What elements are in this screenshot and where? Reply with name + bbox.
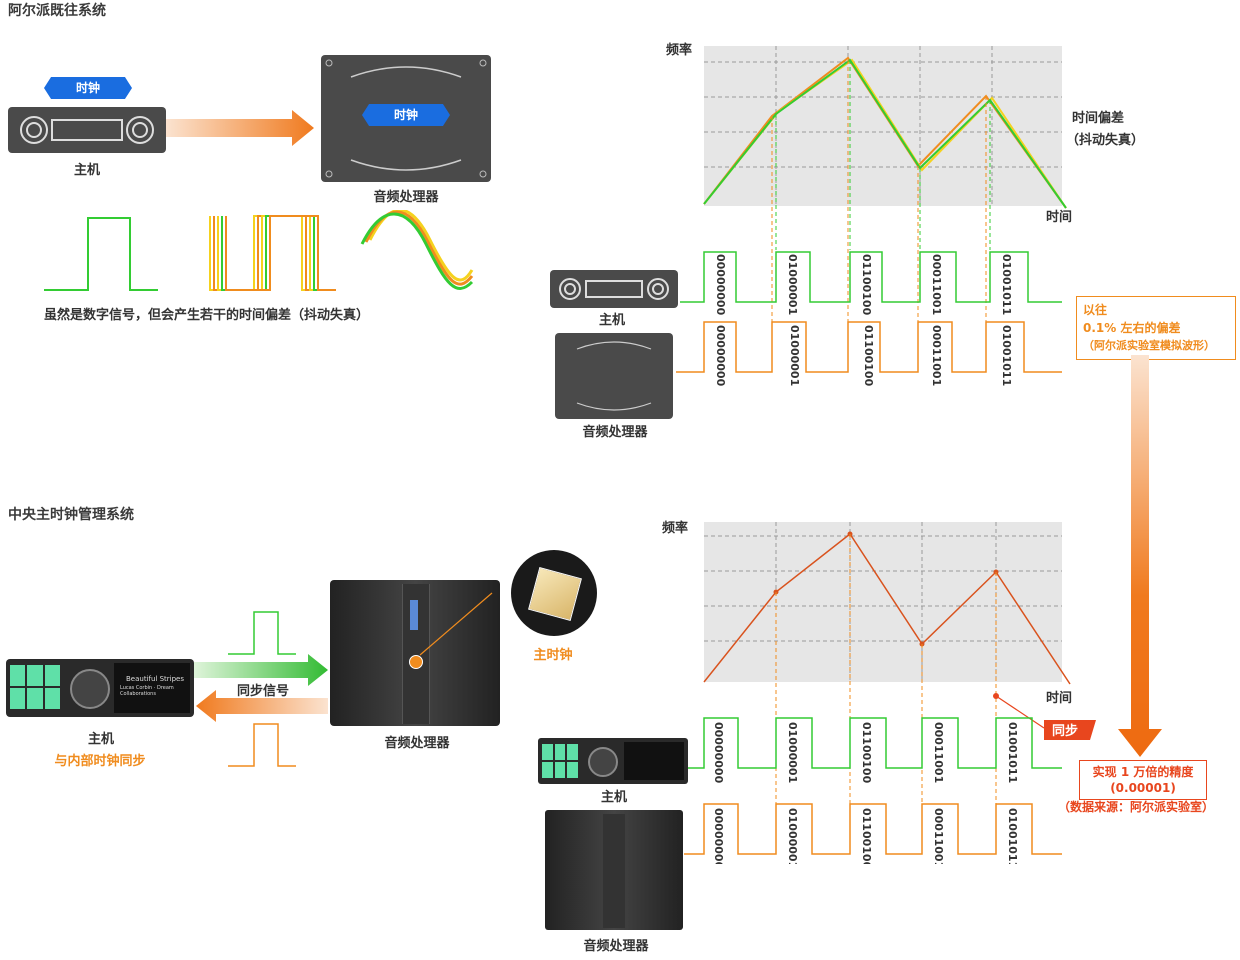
section-title-legacy: 阿尔派既往系统	[8, 3, 106, 19]
freq-curve-synced	[703, 532, 1071, 685]
volume-knob-icon	[70, 669, 110, 709]
processor-small-central-label: 音频处理器	[583, 939, 649, 954]
graph-central: 频率 时间 同步 00000000 01000001 01100100 0001…	[662, 520, 1096, 864]
head-unit-face-icon	[20, 116, 154, 144]
code-proc-2: 01100100	[862, 325, 875, 387]
clock-tag-head-unit: 时钟	[44, 77, 132, 99]
jitter-label-sub: （抖动失真）	[1066, 132, 1144, 148]
head-unit-screen	[624, 742, 684, 780]
code-proc-0: 00000000	[712, 808, 725, 864]
head-unit-screen: Beautiful Stripes Lucas Corbin · Dream C…	[114, 663, 190, 713]
code-proc-4: 01001011	[1006, 808, 1019, 864]
sync-tag-label: 同步	[1052, 723, 1078, 739]
y-axis-label: 频率	[662, 520, 688, 536]
head-unit-small-central	[538, 738, 688, 784]
audio-processor-central	[330, 580, 500, 726]
code-head-4: 01001011	[1006, 722, 1019, 783]
result-accuracy-box: 实现 1 万倍的精度 (0.00001)	[1079, 760, 1207, 800]
signal-head-unit	[684, 717, 1062, 769]
jitter-caption: 虽然是数字信号，但会产生若干的时间偏差（抖动失真）	[44, 308, 370, 323]
code-proc-4: 01001011	[1000, 325, 1013, 386]
code-head-0: 00000000	[714, 254, 727, 316]
data-source-note: （数据来源：阿尔派实验室）	[1058, 800, 1215, 814]
code-head-3: 00011001	[930, 254, 943, 315]
screen-track-title: Beautiful Stripes	[126, 675, 185, 683]
sync-tag-bg	[1044, 720, 1096, 740]
processor-front-panel	[603, 814, 625, 928]
processor-case-icon	[325, 59, 487, 178]
processor-label: 音频处理器	[373, 190, 439, 205]
master-clock-dot-icon	[409, 655, 423, 669]
graph-legacy: 频率 时间 时间偏差 （抖动失真） 00000000 01000001 0110…	[666, 42, 1144, 387]
head-unit-face-icon	[559, 278, 669, 300]
processor-small-label: 音频处理器	[582, 425, 648, 440]
code-proc-2: 01100100	[860, 808, 873, 864]
y-axis-label: 频率	[666, 42, 692, 58]
master-clock-crystal-icon	[511, 550, 597, 636]
head-unit-central: Beautiful Stripes Lucas Corbin · Dream C…	[6, 659, 194, 717]
processor-small-legacy	[555, 333, 673, 419]
head-unit-small-legacy	[550, 270, 678, 308]
section-title-central: 中央主时钟管理系统	[8, 507, 134, 523]
head-unit-label: 主机	[73, 163, 100, 178]
processor-case-icon	[576, 341, 652, 411]
code-head-0: 00000000	[712, 722, 725, 784]
improvement-arrow-icon	[1118, 355, 1162, 757]
head-unit-legacy	[8, 107, 166, 153]
jitter-waveforms	[44, 210, 474, 291]
code-head-1: 01000001	[786, 722, 799, 783]
sync-arrow-right-icon	[194, 654, 328, 686]
jitter-label: 时间偏差	[1072, 110, 1124, 126]
sync-signal-label: 同步信号	[236, 684, 289, 699]
note-line-3: （阿尔派实验室模拟波形）	[1083, 339, 1215, 352]
code-proc-1: 01000001	[788, 325, 801, 386]
signal-processor	[684, 803, 1062, 855]
graph-plot-area	[704, 522, 1062, 682]
head-unit-small-central-label: 主机	[600, 790, 627, 805]
square-wave-jitter	[209, 215, 336, 291]
master-clock-leader	[419, 592, 493, 656]
processor-indicator-icon	[410, 600, 418, 630]
sync-arrow-left-icon	[196, 690, 328, 722]
x-axis-label: 时间	[1046, 209, 1072, 225]
signal-head-unit	[680, 251, 1062, 303]
pad-grid	[10, 665, 60, 709]
legacy-deviation-note: 以往 0.1% 左右的偏差 （阿尔派实验室模拟波形）	[1076, 296, 1236, 360]
volume-knob-icon	[588, 747, 618, 777]
result-line-1: 实现 1 万倍的精度	[1092, 765, 1194, 779]
sync-arrows	[194, 611, 328, 767]
head-unit-central-label: 主机	[87, 732, 114, 747]
code-proc-3: 00011001	[932, 808, 945, 864]
freq-curve-head-unit	[703, 58, 1067, 209]
sine-wave-jitter	[360, 210, 474, 290]
code-proc-0: 00000000	[714, 325, 727, 387]
code-head-4: 01001011	[1000, 254, 1013, 315]
note-line-1: 以往	[1083, 303, 1108, 317]
head-unit-central-sub: 与内部时钟同步	[54, 754, 146, 769]
sync-wave-green	[228, 611, 296, 655]
x-axis-label: 时间	[1046, 690, 1072, 706]
result-line-2: (0.00001)	[1110, 781, 1176, 795]
head-unit-small-label: 主机	[598, 313, 625, 328]
processor-small-central	[545, 810, 683, 930]
square-wave-clean	[44, 217, 158, 291]
note-line-2: 0.1% 左右的偏差	[1083, 321, 1181, 335]
transfer-arrow-icon	[166, 110, 314, 146]
clock-tag-processor: 时钟	[362, 104, 450, 126]
sync-wave-orange	[228, 723, 296, 767]
code-head-1: 01000001	[786, 254, 799, 315]
code-proc-3: 00011001	[930, 325, 943, 386]
pad-grid	[542, 744, 578, 778]
code-head-2: 01100100	[860, 254, 873, 316]
processor-central-label: 音频处理器	[384, 736, 450, 751]
code-head-2: 01100100	[860, 722, 873, 784]
master-clock-label: 主时钟	[533, 648, 573, 663]
screen-track-artist: Lucas Corbin · Dream Collaborations	[120, 685, 174, 697]
code-proc-1: 01000001	[786, 808, 799, 864]
code-head-3: 00011001	[932, 722, 945, 783]
signal-processor	[676, 321, 1062, 373]
